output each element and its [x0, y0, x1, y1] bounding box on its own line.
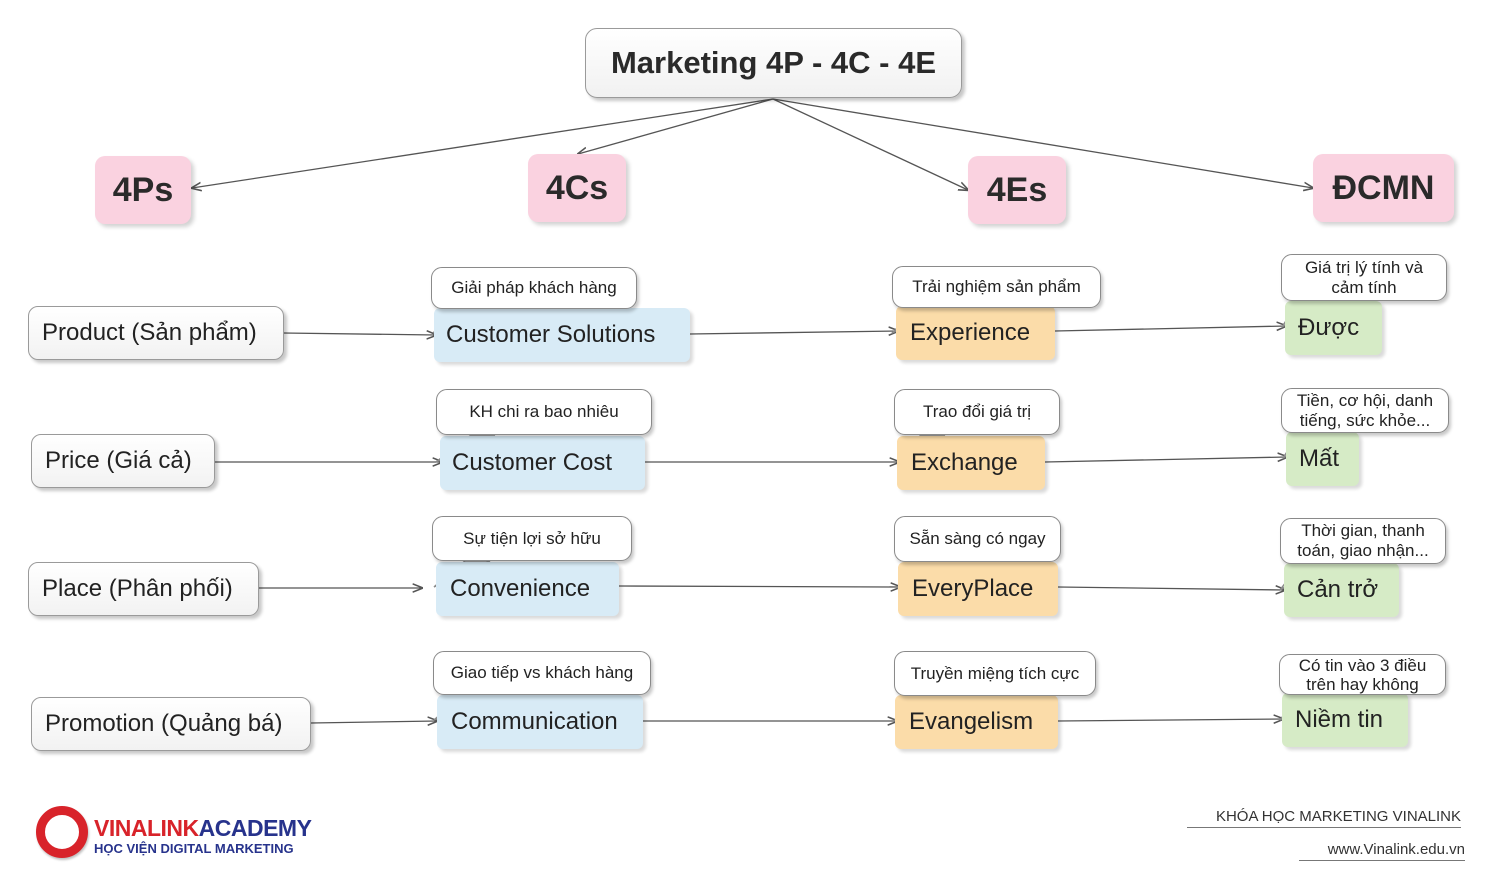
- callout-d-2-line-2: tiếng, sức khỏe...: [1299, 410, 1431, 430]
- edge-title-dcmn: [772, 98, 1313, 188]
- callout-c-3: Sự tiện lợi sở hữu: [432, 516, 632, 561]
- callout-d-3-line-1: Thời gian, thanh: [1301, 521, 1425, 540]
- edge-title-4cs: [578, 98, 774, 154]
- edge-title-4ps: [192, 98, 774, 188]
- c-customer-solutions: Customer Solutions: [434, 308, 690, 362]
- p-promotion: Promotion (Quảng bá): [31, 697, 311, 751]
- brand-ring-icon: [36, 806, 88, 858]
- edge-place-d: [1057, 587, 1285, 590]
- brand-name-blue: ACADEMY: [198, 815, 312, 841]
- p-price: Price (Giá cả): [31, 434, 215, 488]
- callout-d-4-line-2: trên hay không: [1306, 674, 1419, 694]
- d-niem-tin: Niềm tin: [1282, 693, 1408, 747]
- edge-promotion-d: [1057, 719, 1283, 721]
- c-customer-cost: Customer Cost: [440, 436, 645, 490]
- callout-e-3: Sẵn sàng có ngay: [894, 516, 1061, 562]
- category-4ps: 4Ps: [95, 156, 191, 224]
- callout-d-2: Tiền, cơ hội, danh tiếng, sức khỏe...: [1281, 388, 1449, 433]
- d-duoc: Được: [1285, 301, 1382, 355]
- category-dcmn: ĐCMN: [1313, 154, 1454, 222]
- brand-logo: VINALINKACADEMY HỌC VIỆN DIGITAL MARKETI…: [36, 806, 312, 864]
- c-convenience: Convenience: [436, 562, 619, 616]
- e-exchange: Exchange: [897, 436, 1045, 490]
- callout-e-2: Trao đổi giá trị: [894, 389, 1060, 435]
- e-experience: Experience: [896, 306, 1055, 360]
- callout-d-1: Giá trị lý tính và cảm tính: [1281, 254, 1447, 301]
- edge-product-d: [1054, 326, 1286, 332]
- callout-d-4-line-1: Có tin vào 3 điều: [1298, 655, 1427, 675]
- callout-d-3: Thời gian, thanh toán, giao nhận...: [1280, 518, 1446, 564]
- callout-c-1: Giải pháp khách hàng: [431, 267, 637, 309]
- callout-e-1: Trải nghiệm sản phẩm: [892, 266, 1101, 308]
- callout-d-4: Có tin vào 3 điều trên hay không: [1279, 654, 1446, 695]
- category-4cs: 4Cs: [528, 154, 626, 222]
- footer-website: www.Vinalink.edu.vn: [1299, 841, 1465, 861]
- p-place: Place (Phân phối): [28, 562, 259, 616]
- edge-promotion-c: [310, 721, 437, 723]
- e-evangelism: Evangelism: [895, 695, 1058, 749]
- edge-price-d: [1044, 457, 1287, 463]
- callout-d-3-line-2: toán, giao nhận...: [1297, 541, 1429, 560]
- edge-place-e: [618, 586, 900, 587]
- footer-course: KHÓA HỌC MARKETING VINALINK: [1187, 808, 1461, 828]
- brand-name: VINALINKACADEMY: [94, 815, 312, 842]
- e-everyplace: EveryPlace: [898, 562, 1058, 616]
- callout-c-4: Giao tiếp vs khách hàng: [433, 651, 651, 695]
- callout-d-1-line-1: Giá trị lý tính và: [1304, 257, 1424, 277]
- brand-tagline: HỌC VIỆN DIGITAL MARKETING: [94, 841, 294, 856]
- p-product: Product (Sản phẩm): [28, 306, 284, 360]
- brand-name-red: VINALINK: [94, 815, 199, 841]
- category-4es: 4Es: [968, 156, 1066, 224]
- callout-e-4: Truyền miệng tích cực: [894, 651, 1096, 696]
- edge-product-c: [282, 333, 436, 335]
- callout-c-2: KH chi ra bao nhiêu: [436, 389, 652, 435]
- callout-d-2-line-1: Tiền, cơ hội, danh: [1296, 390, 1434, 410]
- diagram-title: Marketing 4P - 4C - 4E: [585, 28, 962, 98]
- c-communication: Communication: [437, 695, 643, 749]
- edge-title-4es: [772, 98, 968, 190]
- edge-product-e: [689, 331, 898, 334]
- callout-d-1-line-2: cảm tính: [1331, 277, 1397, 297]
- d-can-tro: Cản trở: [1284, 563, 1399, 617]
- d-mat: Mất: [1286, 432, 1359, 486]
